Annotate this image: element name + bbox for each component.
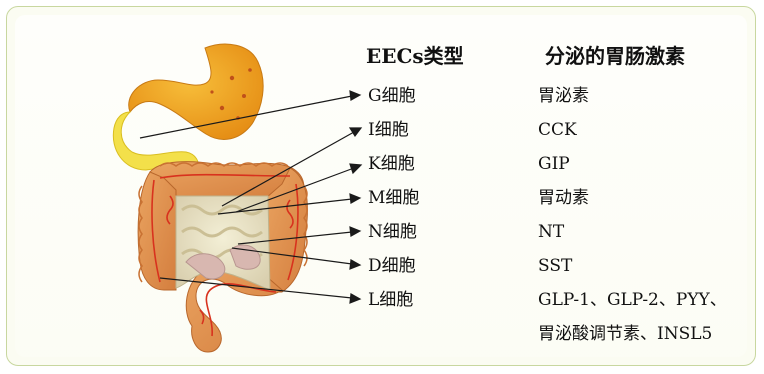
cell-label-m: M细胞 [368, 188, 419, 208]
header-hormones: 分泌的胃肠激素 [545, 40, 685, 69]
hormone-l-continued: 胃泌酸调节素、INSL5 [538, 324, 712, 344]
stomach-shape [129, 44, 263, 139]
cell-label-l: L细胞 [368, 290, 413, 310]
hormone-n: NT [538, 222, 564, 242]
cell-label-i: I细胞 [368, 120, 409, 140]
cell-label-g: G细胞 [368, 86, 416, 106]
cell-label-n: N细胞 [368, 222, 417, 242]
cell-label-k: K细胞 [368, 154, 415, 174]
hormone-g: 胃泌素 [538, 86, 589, 106]
hormone-m: 胃动素 [538, 188, 589, 208]
header-cell-type: EECs类型 [366, 40, 464, 69]
hormone-i: CCK [538, 120, 577, 140]
hormone-k: GIP [538, 154, 570, 174]
hormone-d: SST [538, 256, 572, 276]
hormone-l: GLP-1、GLP-2、PYY、 [538, 290, 727, 310]
cell-label-d: D细胞 [368, 256, 416, 276]
